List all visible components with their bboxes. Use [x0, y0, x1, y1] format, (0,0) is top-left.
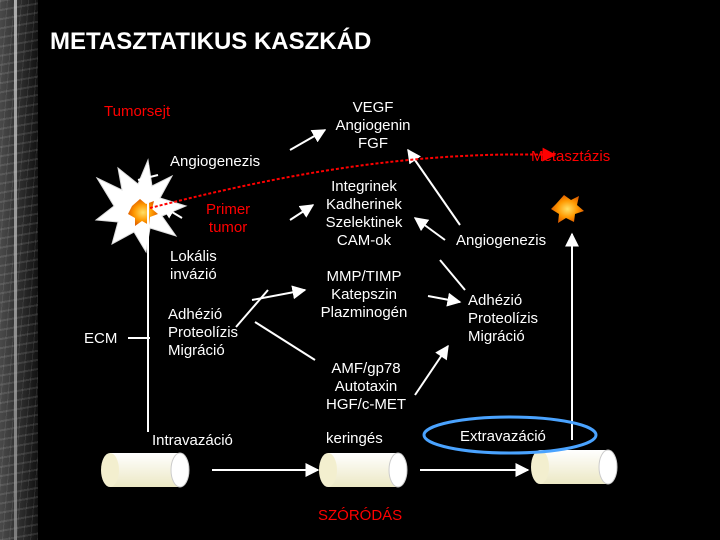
- invazio-line: invázió: [170, 266, 217, 284]
- adhezio-line: Adhézió: [168, 306, 238, 324]
- intravazacio-label: Intravazáció: [152, 432, 233, 450]
- katepszin-line: Katepszin: [310, 286, 418, 304]
- angio-right-arrow: [440, 260, 465, 290]
- integrinek-line: Integrinek: [316, 178, 412, 196]
- fgf-line: FGF: [326, 135, 420, 153]
- tumor-line: tumor: [206, 219, 250, 237]
- vegf-label: VEGF Angiogenin FGF: [326, 99, 420, 153]
- adhezio-diag-arrow: [236, 290, 268, 327]
- cam-ok-line: CAM-ok: [316, 232, 412, 250]
- amf-line: AMF/gp78: [314, 360, 418, 378]
- vegf-line: VEGF: [326, 99, 420, 117]
- proteolizis-line: Proteolízis: [168, 324, 238, 342]
- mmp-label: MMP/TIMP Katepszin Plazminogén: [310, 268, 418, 322]
- autotaxin-line: Autotaxin: [314, 378, 418, 396]
- keringes-label: keringés: [326, 430, 383, 448]
- metastasis-tumor-cell: [551, 195, 584, 223]
- metasztazis-label: Metasztázis: [531, 148, 610, 166]
- szorodas-label: SZÓRÓDÁS: [318, 507, 402, 525]
- integrin-right-arrow: [415, 218, 445, 240]
- migracio-line: Migráció: [168, 342, 238, 360]
- amf-label: AMF/gp78 Autotaxin HGF/c-MET: [314, 360, 418, 414]
- angiogenezis-left-label: Angiogenezis: [170, 153, 260, 171]
- lokalis-line: Lokális: [170, 248, 217, 266]
- mmp-arrow-right: [428, 296, 460, 302]
- ecm-label: ECM: [84, 330, 117, 348]
- adhezio-right-label: Adhézió Proteolízis Migráció: [468, 292, 538, 346]
- plazminogen-line: Plazminogén: [310, 304, 418, 322]
- vessel-right: [531, 450, 617, 484]
- proteolizis-right-line: Proteolízis: [468, 310, 538, 328]
- integrinek-arrow: [290, 205, 313, 220]
- primer-line: Primer: [206, 201, 250, 219]
- amf-arrow-right: [415, 346, 448, 395]
- lokalis-invazio-label: Lokális invázió: [170, 248, 217, 284]
- integrinek-label: Integrinek Kadherinek Szelektinek CAM-ok: [316, 178, 412, 250]
- extravazacio-label: Extravazáció: [460, 428, 546, 446]
- adhezio-right-line: Adhézió: [468, 292, 538, 310]
- szelektinek-line: Szelektinek: [316, 214, 412, 232]
- kadherinek-line: Kadherinek: [316, 196, 412, 214]
- tumorsejt-label: Tumorsejt: [104, 103, 170, 121]
- mmp-timp-line: MMP/TIMP: [310, 268, 418, 286]
- adhezio-left-label: Adhézió Proteolízis Migráció: [168, 306, 238, 360]
- migracio-right-line: Migráció: [468, 328, 538, 346]
- long-diag-arrow: [408, 150, 460, 225]
- amf-arrow-left: [255, 322, 315, 360]
- primer-tumor-label: Primer tumor: [206, 201, 250, 237]
- vessel-left: [101, 453, 189, 487]
- hgf-line: HGF/c-MET: [314, 396, 418, 414]
- vegf-arrow: [290, 130, 325, 150]
- angiogenin-line: Angiogenin: [326, 117, 420, 135]
- angiogenezis-right-label: Angiogenezis: [456, 232, 546, 250]
- vessel-middle: [319, 453, 407, 487]
